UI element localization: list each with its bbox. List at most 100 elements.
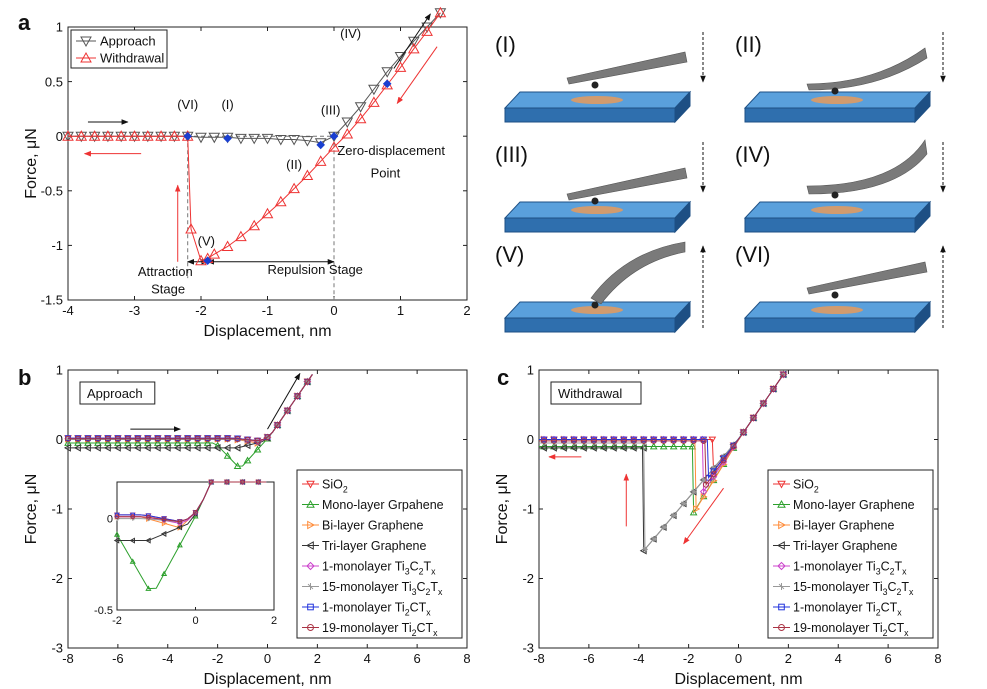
- point-approach: [368, 84, 380, 96]
- data-point: [294, 393, 301, 400]
- data-point: [619, 443, 627, 452]
- inset-data-point: [145, 537, 151, 544]
- legend-marker: [307, 624, 314, 631]
- formula-part: C: [881, 560, 890, 574]
- annotation: (V): [198, 233, 215, 248]
- data-point: [243, 441, 251, 450]
- formula-part: T: [901, 580, 909, 594]
- data-point: [740, 429, 747, 436]
- point-withdrawal: [168, 130, 181, 141]
- annotation: (I): [221, 97, 233, 112]
- sample-patch: [811, 206, 863, 214]
- schematic-label: (I): [495, 32, 516, 57]
- point-withdrawal: [407, 42, 420, 54]
- subscript: x: [426, 608, 431, 618]
- data-point: [193, 438, 202, 446]
- data-point: [183, 438, 192, 446]
- data-point: [550, 437, 558, 444]
- y-tick-label: -1: [51, 238, 63, 253]
- inset-x-tick-label: 0: [192, 615, 198, 627]
- x-tick-label: -4: [633, 651, 645, 666]
- data-point: [703, 481, 710, 488]
- annotation: (III): [321, 102, 341, 117]
- legend-marker: [306, 499, 315, 508]
- x-tick-label: 4: [835, 651, 842, 666]
- inset-data-point: [130, 514, 136, 520]
- data-point: [193, 443, 201, 452]
- legend-entry: Bi-layer Graphene: [793, 519, 894, 533]
- subscript: 2: [897, 587, 902, 597]
- data-point: [780, 371, 787, 378]
- data-point: [253, 445, 262, 453]
- x-tick-label: 0: [264, 651, 271, 666]
- key-point-marker: [183, 131, 193, 141]
- data-point: [144, 435, 151, 442]
- point-withdrawal: [354, 112, 367, 124]
- data-point: [163, 438, 172, 446]
- panel-label-b: b: [18, 365, 31, 390]
- subscript: x: [904, 628, 909, 638]
- data-point: [730, 443, 737, 450]
- substrate-front: [504, 317, 676, 333]
- annotation: Point: [371, 166, 401, 181]
- star-arm: [778, 583, 785, 590]
- legend-entry: 1-monolayer Ti2CTx: [793, 601, 902, 618]
- x-tick-label: -6: [112, 651, 124, 666]
- data-point: [708, 436, 717, 444]
- schematic-4: (IV): [735, 139, 946, 234]
- inset-data-point: [224, 479, 230, 485]
- substrate-side: [914, 300, 931, 334]
- subscript: 2: [412, 628, 417, 638]
- legend-marker: [778, 624, 785, 631]
- subscript: x: [897, 608, 902, 618]
- panel-label-c: c: [497, 365, 509, 390]
- cantilever: [566, 51, 688, 85]
- legend-entry: 19-monolayer Ti2CTx: [322, 621, 438, 638]
- point-approach: [235, 133, 247, 145]
- data-point: [540, 442, 548, 450]
- data-point: [214, 435, 221, 442]
- legend-marker: [80, 36, 92, 48]
- data-point: [710, 471, 717, 478]
- subscript: x: [433, 628, 438, 638]
- data-point: [700, 492, 708, 501]
- x-axis-label: Displacement, nm: [203, 671, 331, 688]
- probe-tip: [591, 301, 599, 309]
- substrate-front: [744, 317, 916, 333]
- inset-data-point: [177, 519, 183, 525]
- sample-patch: [571, 206, 623, 214]
- data-point: [154, 435, 161, 442]
- formula-part: T: [897, 621, 905, 635]
- formula-part: C: [410, 601, 419, 615]
- legend-marker: [777, 499, 786, 508]
- substrate-front: [504, 217, 676, 233]
- data-point: [174, 435, 181, 442]
- data-point: [650, 536, 657, 543]
- inset-data-point: [113, 531, 121, 537]
- subscript: 2: [343, 485, 348, 495]
- data-point: [124, 438, 132, 446]
- inset-x-tick-label: 2: [271, 615, 277, 627]
- inset-data-point: [193, 509, 198, 515]
- unloading-arrow: [396, 46, 438, 105]
- legend-entry: Bi-layer Graphene: [322, 519, 423, 533]
- formula-part: C: [417, 580, 426, 594]
- data-point: [570, 437, 577, 444]
- formula-part: C: [888, 621, 897, 635]
- star-arm: [651, 536, 657, 542]
- data-point: [589, 443, 597, 452]
- y-tick-label: 0: [56, 129, 63, 144]
- data-point: [630, 437, 637, 444]
- formula-part: T: [890, 601, 898, 615]
- inset-data-point: [176, 524, 183, 531]
- x-tick-label: 0: [735, 651, 742, 666]
- subscript: 2: [814, 485, 819, 495]
- point-withdrawal: [102, 130, 114, 141]
- inset-y-tick-label: 0: [107, 514, 113, 526]
- point-withdrawal: [155, 130, 167, 141]
- data-point: [203, 443, 211, 452]
- data-point: [83, 443, 91, 452]
- subscript: 3: [876, 567, 881, 577]
- star-arm: [307, 583, 314, 590]
- probe-tip: [831, 191, 839, 199]
